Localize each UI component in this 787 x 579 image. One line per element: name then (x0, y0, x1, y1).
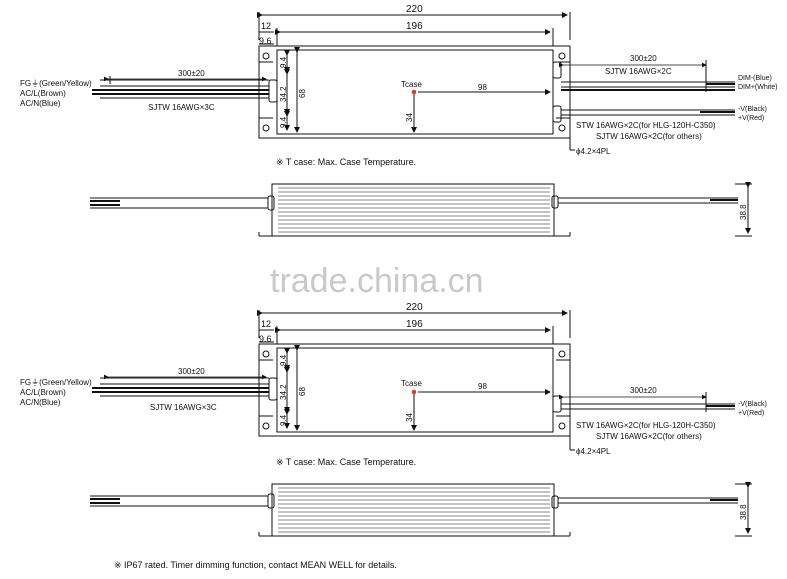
tcase-label-bottom: Tcase (401, 379, 422, 388)
fg-label-top: FG⏚(Green/Yellow) (20, 79, 92, 88)
height-38-8-bottom: 38.8 (739, 504, 748, 520)
dim-34-2-bottom: 34.2 (279, 384, 288, 400)
dim-220-top: 220 (406, 4, 423, 15)
dim-9-4-lower-bottom: 9.4 (279, 414, 288, 426)
output-cable-dim-top: SJTW 16AWG×2C (605, 67, 672, 76)
acn-label-bottom: AC/N(Blue) (20, 398, 61, 407)
output-cable-note1-bottom: STW 16AWG×2C(for HLG-120H-C350) (576, 421, 716, 430)
output-cable-note1-top: STW 16AWG×2C(for HLG-120H-C350) (576, 121, 716, 130)
dim-98-top: 98 (478, 83, 487, 92)
acl-label-bottom: AC/L(Brown) (20, 388, 66, 397)
dim-196-bottom: 196 (406, 319, 423, 330)
watermark: trade.china.cn (270, 262, 484, 300)
fg-label-bottom: FG⏚(Green/Yellow) (20, 378, 92, 387)
dim-12-top: 12 (261, 21, 271, 31)
dim-68-bottom: 68 (298, 387, 307, 396)
footer-note: ※ IP67 rated. Timer dimming function, co… (114, 560, 397, 570)
dim-9-4-lower-top: 9.4 (279, 116, 288, 128)
hole-spec-bottom: ϕ4.2×4PL (576, 447, 611, 456)
tcase-note-bottom: ※ T case: Max. Case Temperature. (276, 457, 416, 467)
input-cable-top: SJTW 16AWG×3C (148, 103, 215, 112)
hole-spec-top: ϕ4.2×4PL (576, 147, 611, 156)
vminus-label-top: -V(Black) (738, 106, 767, 113)
dim-9-4-upper-bottom: 9.4 (279, 354, 288, 366)
height-38-8-top: 38.8 (739, 204, 748, 220)
dim-34-top: 34 (405, 113, 414, 122)
tcase-dot-bottom (411, 389, 417, 395)
tcase-label-top: Tcase (401, 80, 422, 89)
vminus-label-bottom: -V(Black) (738, 401, 767, 408)
dim-9-6-bottom: 9.6 (259, 334, 272, 344)
input-length-bottom: 300±20 (178, 367, 205, 376)
tcase-dot-top (411, 89, 417, 95)
dim-68-top: 68 (298, 89, 307, 98)
dim-12-bottom: 12 (261, 319, 271, 329)
dim-98-bottom: 98 (478, 382, 487, 391)
acl-label-top: AC/L(Brown) (20, 89, 66, 98)
acn-label-top: AC/N(Blue) (20, 99, 61, 108)
dim-plus-label-top: DIM+(White) (738, 84, 777, 91)
input-length-top: 300±20 (178, 69, 205, 78)
vplus-label-bottom: +V(Red) (738, 410, 764, 417)
top-drawing (90, 12, 752, 237)
tcase-note-top: ※ T case: Max. Case Temperature. (276, 157, 416, 167)
dim-196-top: 196 (406, 21, 423, 32)
output-cable-note2-top: SJTW 16AWG×2C(for others) (596, 132, 702, 141)
dim-9-6-top: 9.6 (259, 36, 272, 46)
vplus-label-top: +V(Red) (738, 115, 764, 122)
dim-minus-label-top: DIM-(Blue) (738, 75, 772, 82)
output-cable-note2-bottom: SJTW 16AWG×2C(for others) (596, 432, 702, 441)
output-length-bottom: 300±20 (630, 386, 657, 395)
dim-220-bottom: 220 (406, 302, 423, 313)
bottom-drawing (90, 310, 752, 537)
input-cable-bottom: SJTW 16AWG×3C (150, 403, 217, 412)
dim-9-4-upper-top: 9.4 (279, 56, 288, 68)
output-length-top: 300±20 (630, 54, 657, 63)
dim-34-2-top: 34.2 (279, 86, 288, 102)
top-labels: 220 196 12 9.6 9.4 34.2 68 9.4 34 98 Tca… (20, 4, 777, 220)
bottom-labels: 220 196 12 9.6 9.4 34.2 68 9.4 34 98 Tca… (20, 302, 767, 520)
dim-34-bottom: 34 (405, 413, 414, 422)
